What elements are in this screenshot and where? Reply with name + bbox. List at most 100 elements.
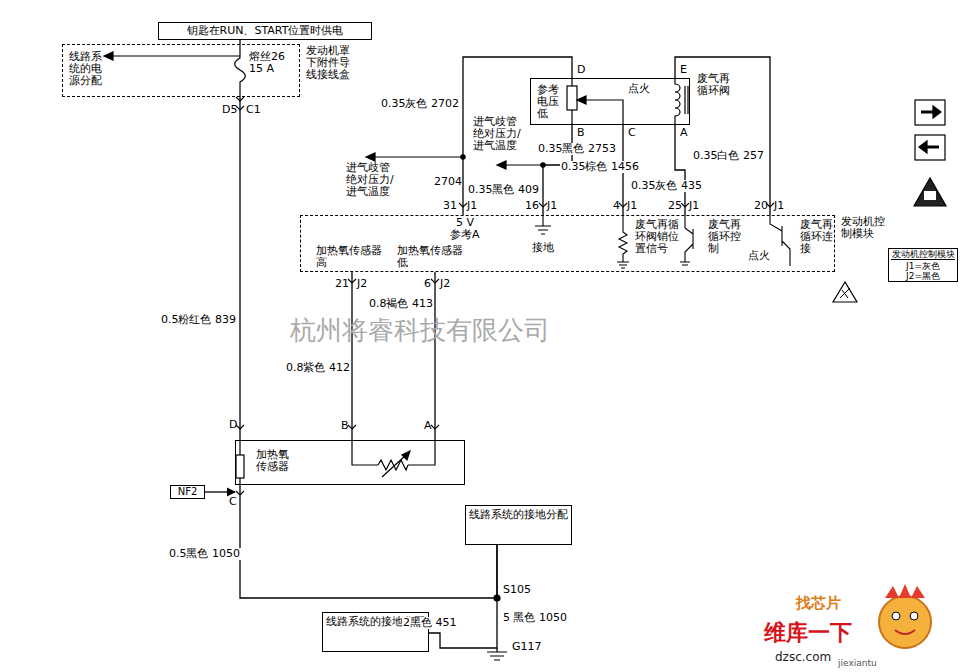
logo-figure [910, 612, 918, 620]
nav-icons [933, 106, 941, 118]
wire-label: C [229, 496, 237, 508]
wire-label: 0.35灰色 2702 [380, 98, 460, 110]
map-branch [505, 164, 543, 165]
wire-label: 0.35棕色 1456 [560, 161, 640, 173]
supply-note-box: 钥匙在RUN、START位置时供电 [158, 22, 372, 40]
wire-label: 进气歧管绝对压力/进气温度 [473, 116, 521, 152]
map-branch [497, 161, 506, 169]
egr-valve-symbol [567, 78, 688, 125]
node-text: J1=灰色 [891, 261, 955, 271]
ground-dist-box: 线路系统的接地分配 [465, 505, 572, 545]
nav-icons [915, 100, 945, 125]
nav-icons [914, 178, 946, 206]
wire-label: J1 [627, 200, 637, 212]
wire-label: 0.8紫色 412 [285, 362, 351, 374]
wire-label: 0.5粉红色 839 [160, 314, 237, 326]
wire-label: 加热氧传感器低 [397, 245, 467, 269]
wire-label: 31 [443, 200, 457, 212]
wire-label: A [424, 420, 432, 432]
fuse-symbol [235, 44, 246, 97]
logo-figure [879, 596, 931, 648]
node-title: 发动机控制模块 [841, 216, 887, 240]
node-text: 发动机罩下附件导线接线盒 [306, 45, 354, 81]
node-title: 线路系统的接地分配 [469, 509, 568, 521]
wire-label: B [577, 127, 585, 139]
watermark: 杭州将睿科技有限公司 [290, 316, 550, 346]
connector-legend-box: 发动机控制模块J1=灰色J2=黑色 [888, 248, 958, 282]
node-title: NF2 [173, 486, 202, 497]
wire-label: 2704 [434, 176, 462, 188]
map-branch [366, 153, 375, 161]
wire-label: 0.35黑色 2753 [537, 143, 617, 155]
egr-valve-box: 参考电压低点火废气再循环阀 [530, 78, 690, 125]
egr-valve-symbol [584, 100, 623, 125]
wire-label: 5 黑色 1050 [503, 612, 567, 624]
node-text: 熔丝26 15 A [249, 51, 291, 75]
wire-label: A [680, 127, 688, 139]
node-text: 点火 [628, 83, 654, 95]
ecm-box: 发动机控制模块 [300, 215, 835, 272]
ecm-internals [617, 215, 629, 268]
node-text: 废气再循环阀 [697, 73, 735, 97]
logo-url: jiexiantu [838, 658, 877, 668]
wire-label: 21 [335, 278, 349, 290]
connector-chevrons [236, 97, 774, 495]
wire-label: 废气再循环控制 [708, 219, 744, 255]
wire-label: 25 [668, 200, 682, 212]
o2-sensor-symbol [382, 455, 406, 477]
map-branch [374, 156, 463, 157]
logo-figure [879, 584, 931, 648]
wire-label: 5 V [456, 217, 474, 229]
wire [429, 545, 497, 648]
node-title: 参考电压低 [537, 84, 563, 120]
wire-label: 0.5黑色 1050 [168, 548, 241, 560]
wire-label: 16 [525, 200, 539, 212]
wire-label: D [229, 419, 237, 431]
logo-text: 维库一下 [764, 620, 852, 646]
wire-label: C1 [246, 104, 261, 116]
wire-label: 废气再循环阀销位置信号 [635, 219, 683, 255]
o2-sensor-symbol [236, 440, 435, 485]
wire [434, 272, 435, 440]
wire [239, 97, 240, 440]
logo-url: dzsc.com [775, 650, 831, 664]
wire [351, 272, 352, 440]
wire-label: E [680, 64, 687, 76]
logo-figure [892, 612, 900, 620]
wire-label: 进气歧管绝对压力/进气温度 [346, 162, 394, 198]
node-title: 发动机控制模块 [891, 249, 955, 260]
egr-valve-symbol [685, 86, 688, 114]
wire-label: C [628, 127, 636, 139]
wire-label: B [341, 420, 349, 432]
fuse-symbol [104, 52, 113, 60]
wire-label: J1 [467, 200, 477, 212]
wire [205, 491, 235, 492]
ecm-internals [535, 215, 551, 234]
wire-label: 接地 [532, 242, 554, 254]
wire [240, 485, 497, 598]
wire-label: 0.35灰色 435 [630, 180, 703, 192]
nav-icons [919, 141, 927, 153]
map-branch [366, 153, 545, 169]
ecm-internals [535, 215, 790, 268]
wire-label: G117 [512, 641, 542, 653]
wire-label: 加热氧传感器高 [316, 245, 386, 269]
wire-label: S105 [503, 584, 531, 596]
fuse-symbol [112, 55, 240, 56]
egr-valve-symbol [675, 78, 680, 125]
wire [463, 57, 572, 215]
fuse-block: 线路系统的电源分配熔丝26 15 A发动机罩下附件导线接线盒 [62, 44, 300, 97]
wire-label: 4 [613, 200, 620, 212]
wire-label: 点火 [748, 250, 770, 262]
o2-sensor-symbol [352, 440, 435, 465]
wire-label: J1 [689, 200, 699, 212]
ground-symbol [487, 648, 507, 660]
ecm-internals [770, 215, 790, 266]
ecm-internals [680, 215, 693, 265]
o2-sensor-box: 加热氧传感器 [235, 440, 465, 485]
o2-sensor-symbol [378, 460, 408, 470]
o2-sensor-symbol [402, 451, 410, 460]
logo-figure [895, 630, 915, 634]
wire-label: 废气再循环连接 [800, 219, 834, 255]
node-title: 钥匙在RUN、START位置时供电 [163, 25, 367, 37]
